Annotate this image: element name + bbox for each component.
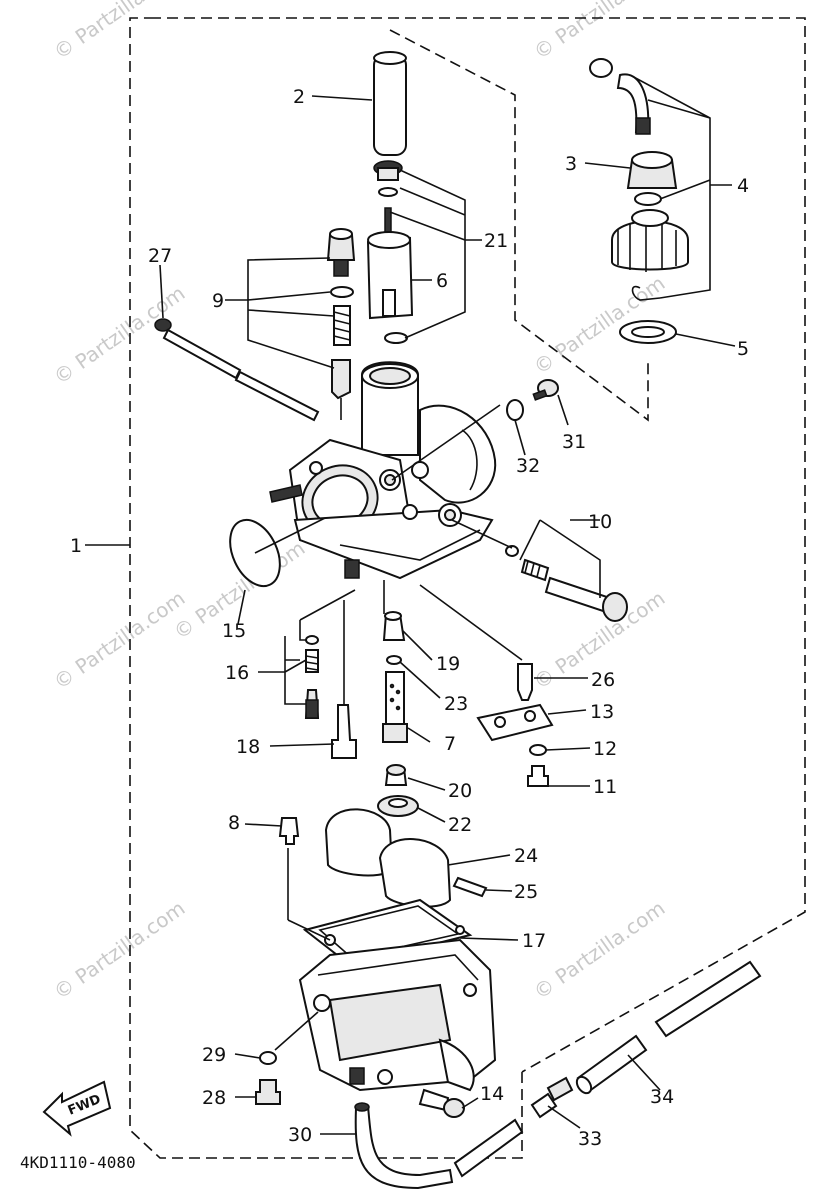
callout-28: 28 — [202, 1087, 226, 1109]
part-18-jet — [331, 704, 357, 759]
callout-1: 1 — [70, 535, 82, 557]
part-28-plug — [255, 1079, 281, 1105]
part-7-main-nozzle — [382, 671, 408, 743]
leader-lines — [85, 74, 736, 1135]
callout-25: 25 — [514, 881, 538, 903]
part-14-screw — [418, 1088, 465, 1118]
callout-13: 13 — [590, 701, 614, 723]
callout-34: 34 — [650, 1086, 674, 1108]
callout-8: 8 — [228, 812, 240, 834]
callout-20: 20 — [448, 780, 472, 802]
callout-22: 22 — [448, 814, 472, 836]
part-5-gasket-hole — [631, 326, 665, 338]
callout-33: 33 — [578, 1128, 602, 1150]
callout-18: 18 — [236, 736, 260, 758]
part-34-hose — [575, 960, 762, 1095]
part-10-screw-set — [451, 519, 628, 622]
assembly-boundary — [129, 17, 806, 1159]
part-8-screw — [278, 817, 300, 845]
callout-6: 6 — [436, 270, 448, 292]
callout-2: 2 — [293, 86, 305, 108]
top-group-boundary — [389, 29, 649, 422]
callout-7: 7 — [444, 733, 456, 755]
part-30-hose — [354, 1104, 454, 1190]
callout-19: 19 — [436, 653, 460, 675]
callout-4: 4 — [737, 175, 749, 197]
part-25-pin — [452, 876, 488, 898]
callout-17: 17 — [522, 930, 546, 952]
callout-14: 14 — [480, 1083, 504, 1105]
part-32-washer — [506, 399, 524, 421]
callout-11: 11 — [593, 776, 617, 798]
part-24-float — [324, 808, 452, 908]
callout-10: 10 — [588, 511, 612, 533]
watermark: © Partzilla.com — [49, 586, 189, 694]
watermark: © Partzilla.com — [49, 896, 189, 1004]
watermark: © Partzilla.com — [49, 0, 189, 64]
callout-29: 29 — [202, 1044, 226, 1066]
fwd-arrow-icon: FWD — [42, 1080, 112, 1137]
callout-32: 32 — [516, 455, 540, 477]
callout-26: 26 — [591, 669, 615, 691]
part-33-fitting — [530, 1076, 574, 1119]
callout-23: 23 — [444, 693, 468, 715]
callout-labels: 1 2 3 4 5 6 7 8 9 10 11 12 13 14 15 16 1… — [70, 86, 749, 1150]
part-9-screw-set — [326, 228, 356, 420]
part-17-gasket — [302, 898, 473, 967]
callout-21: 21 — [484, 230, 508, 252]
part-23-o-ring — [386, 655, 402, 665]
part-31-screw — [532, 379, 559, 401]
part-29-washer — [259, 1051, 277, 1065]
part-2-tube — [373, 51, 407, 156]
callout-9: 9 — [212, 290, 224, 312]
float-bowl — [298, 938, 497, 1092]
part-12-washer — [529, 744, 547, 756]
callout-31: 31 — [562, 431, 586, 453]
callout-5: 5 — [737, 338, 749, 360]
part-27-pipe — [154, 318, 320, 422]
watermark: © Partzilla.com — [529, 896, 669, 1004]
callout-24: 24 — [514, 845, 538, 867]
callout-30: 30 — [288, 1124, 312, 1146]
part-30-hose-end — [453, 1118, 524, 1178]
part-13-gasket — [476, 703, 554, 742]
part-26-plug — [517, 663, 533, 701]
callout-3: 3 — [565, 153, 577, 175]
carburetor-body — [269, 361, 497, 580]
part-4-cap-assembly — [589, 58, 689, 301]
part-6-throttle-valve — [366, 231, 414, 320]
callout-16: 16 — [225, 662, 249, 684]
diagram-code: 4KD1110-4080 — [20, 1153, 136, 1172]
callout-15: 15 — [222, 620, 246, 642]
part-11-screw — [527, 765, 549, 787]
watermark: © Partzilla.com — [529, 0, 669, 64]
callout-27: 27 — [148, 245, 172, 267]
callout-12: 12 — [593, 738, 617, 760]
part-16-pilot-jet-set — [304, 635, 320, 719]
